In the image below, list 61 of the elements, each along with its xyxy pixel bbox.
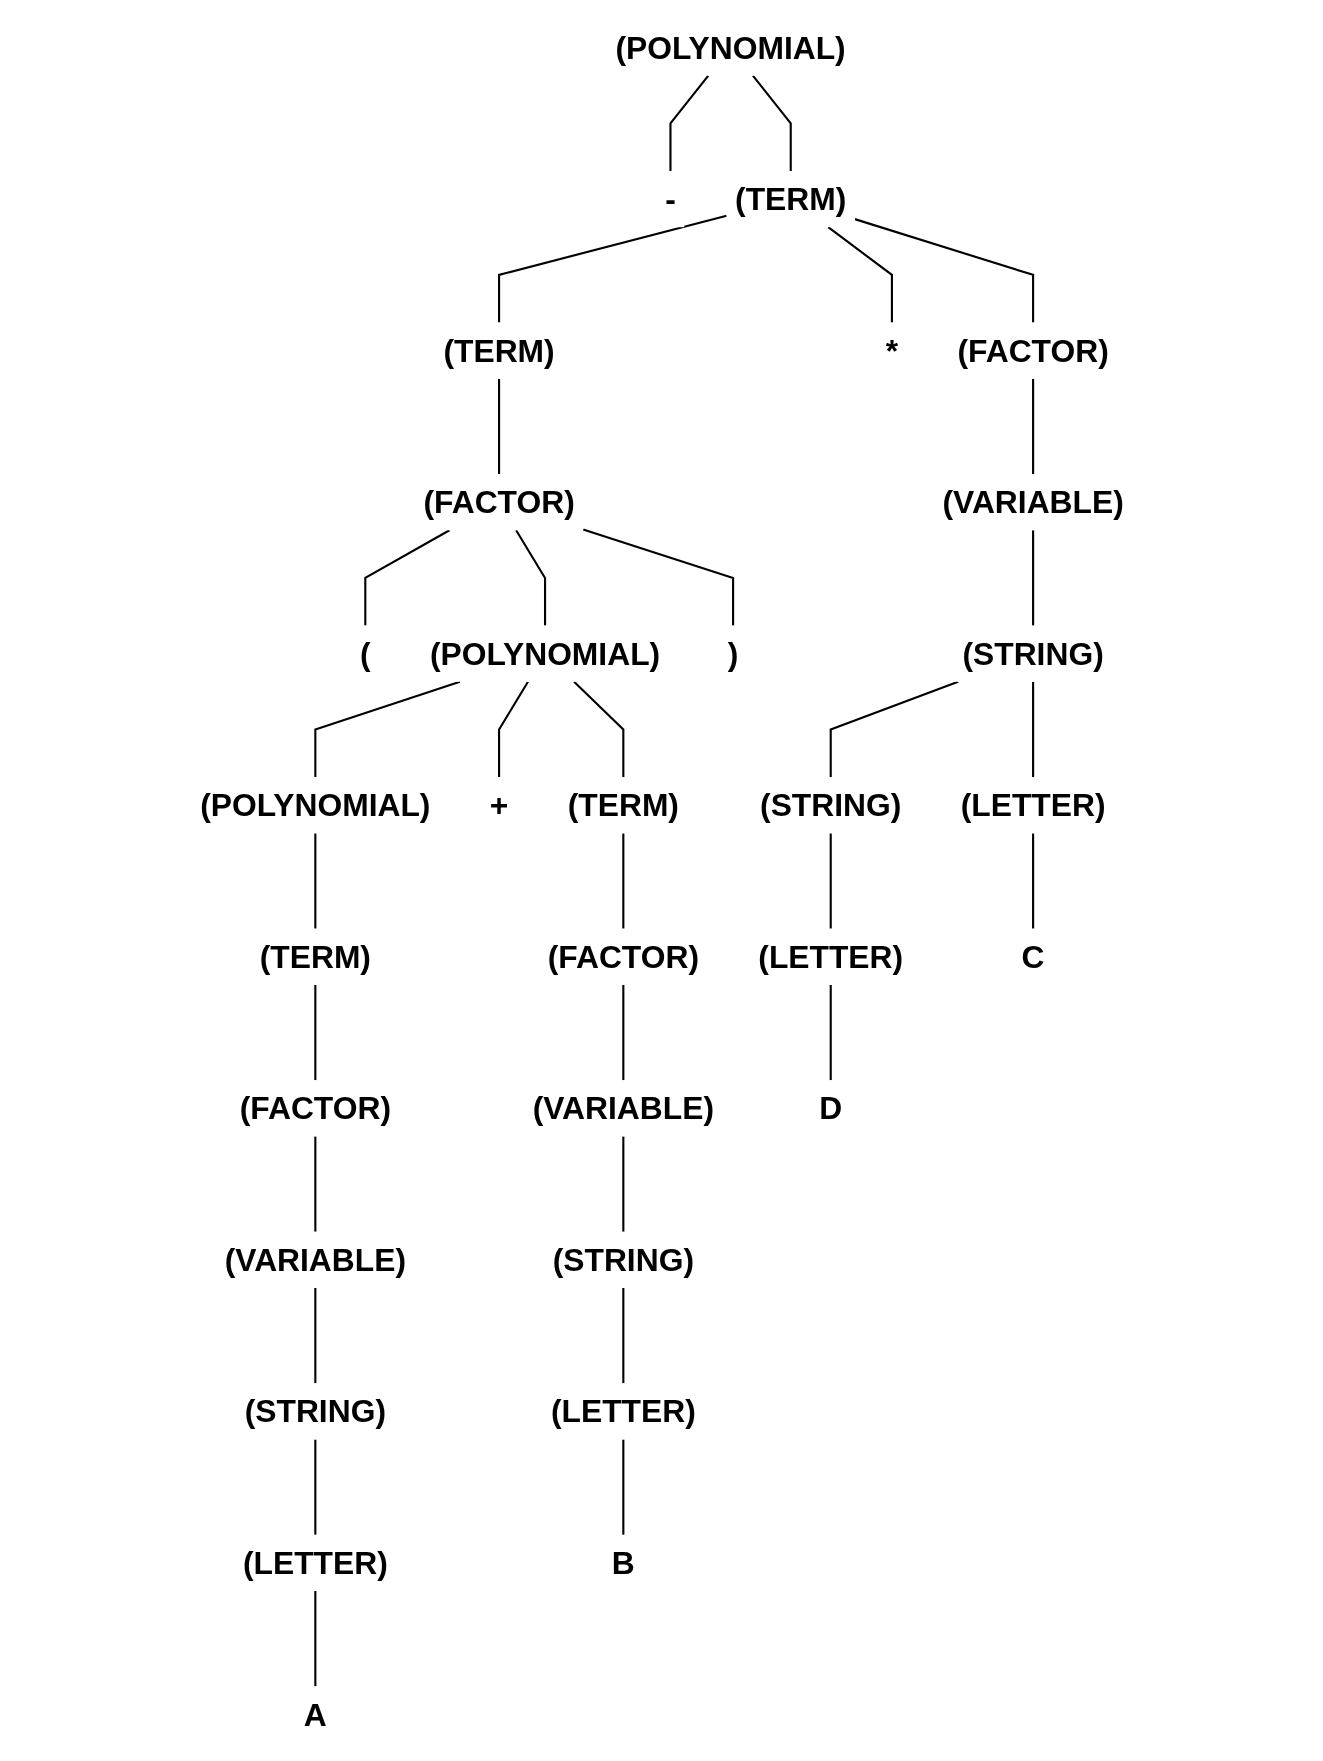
connector bbox=[621, 984, 624, 1080]
node-text: (FACTOR) bbox=[239, 1090, 391, 1126]
connector bbox=[829, 680, 958, 777]
connector bbox=[313, 984, 316, 1080]
node-text: (VARIABLE) bbox=[532, 1090, 714, 1126]
connector bbox=[854, 217, 1034, 323]
connector bbox=[313, 1135, 316, 1232]
node-text: (LETTER) bbox=[242, 1544, 388, 1580]
connector bbox=[621, 1438, 624, 1535]
node-text: B bbox=[611, 1544, 635, 1580]
node-text: (TERM) bbox=[442, 332, 555, 368]
node-text: (STRING) bbox=[244, 1393, 386, 1429]
connector bbox=[829, 984, 832, 1080]
node-text: (FACTOR) bbox=[547, 938, 699, 974]
node-text: (STRING) bbox=[759, 787, 901, 823]
connector bbox=[313, 1590, 316, 1686]
connector bbox=[497, 214, 727, 323]
node-text: (STRING) bbox=[961, 635, 1104, 671]
connector bbox=[497, 378, 500, 474]
node-text: (FACTOR) bbox=[422, 484, 575, 520]
node-text: (VARIABLE) bbox=[941, 484, 1124, 520]
node-text: (FACTOR) bbox=[956, 332, 1109, 368]
node-text: (TERM) bbox=[567, 787, 679, 823]
connector bbox=[514, 529, 546, 626]
connector bbox=[313, 680, 460, 777]
node-text: + bbox=[489, 787, 508, 823]
connector bbox=[313, 832, 316, 929]
node-text: ) bbox=[727, 635, 738, 671]
connector bbox=[829, 832, 832, 929]
connector bbox=[582, 527, 734, 626]
node-text: C bbox=[1021, 938, 1045, 974]
connector bbox=[751, 74, 792, 171]
node-text: D bbox=[818, 1090, 842, 1126]
connector bbox=[1031, 529, 1034, 626]
node-text: (TERM) bbox=[734, 181, 846, 217]
connector bbox=[621, 1287, 624, 1383]
connector bbox=[1031, 832, 1034, 929]
node-text: (TERM) bbox=[259, 938, 371, 974]
node-text: (STRING) bbox=[552, 1241, 694, 1277]
node-text: * bbox=[885, 332, 898, 368]
node-text: (LETTER) bbox=[960, 787, 1105, 823]
connector bbox=[1031, 681, 1034, 777]
node-text: A bbox=[303, 1696, 327, 1732]
node-text: - bbox=[664, 181, 676, 217]
connector bbox=[313, 1438, 316, 1535]
connector bbox=[313, 1287, 316, 1383]
connector bbox=[363, 528, 450, 626]
node-text: (LETTER) bbox=[757, 938, 903, 974]
connector bbox=[497, 680, 529, 777]
node-text: (POLYNOMIAL) bbox=[199, 787, 430, 823]
node-text: ( bbox=[359, 635, 371, 671]
connector bbox=[827, 225, 893, 323]
connector bbox=[621, 1135, 624, 1232]
node-text: (VARIABLE) bbox=[224, 1241, 406, 1277]
connector bbox=[1031, 378, 1034, 474]
connector bbox=[668, 74, 709, 171]
node-text: (POLYNOMIAL) bbox=[615, 29, 846, 65]
node-text: (LETTER) bbox=[550, 1393, 696, 1429]
connector bbox=[572, 680, 624, 777]
node-text: (POLYNOMIAL) bbox=[429, 635, 660, 671]
connector bbox=[621, 832, 624, 929]
